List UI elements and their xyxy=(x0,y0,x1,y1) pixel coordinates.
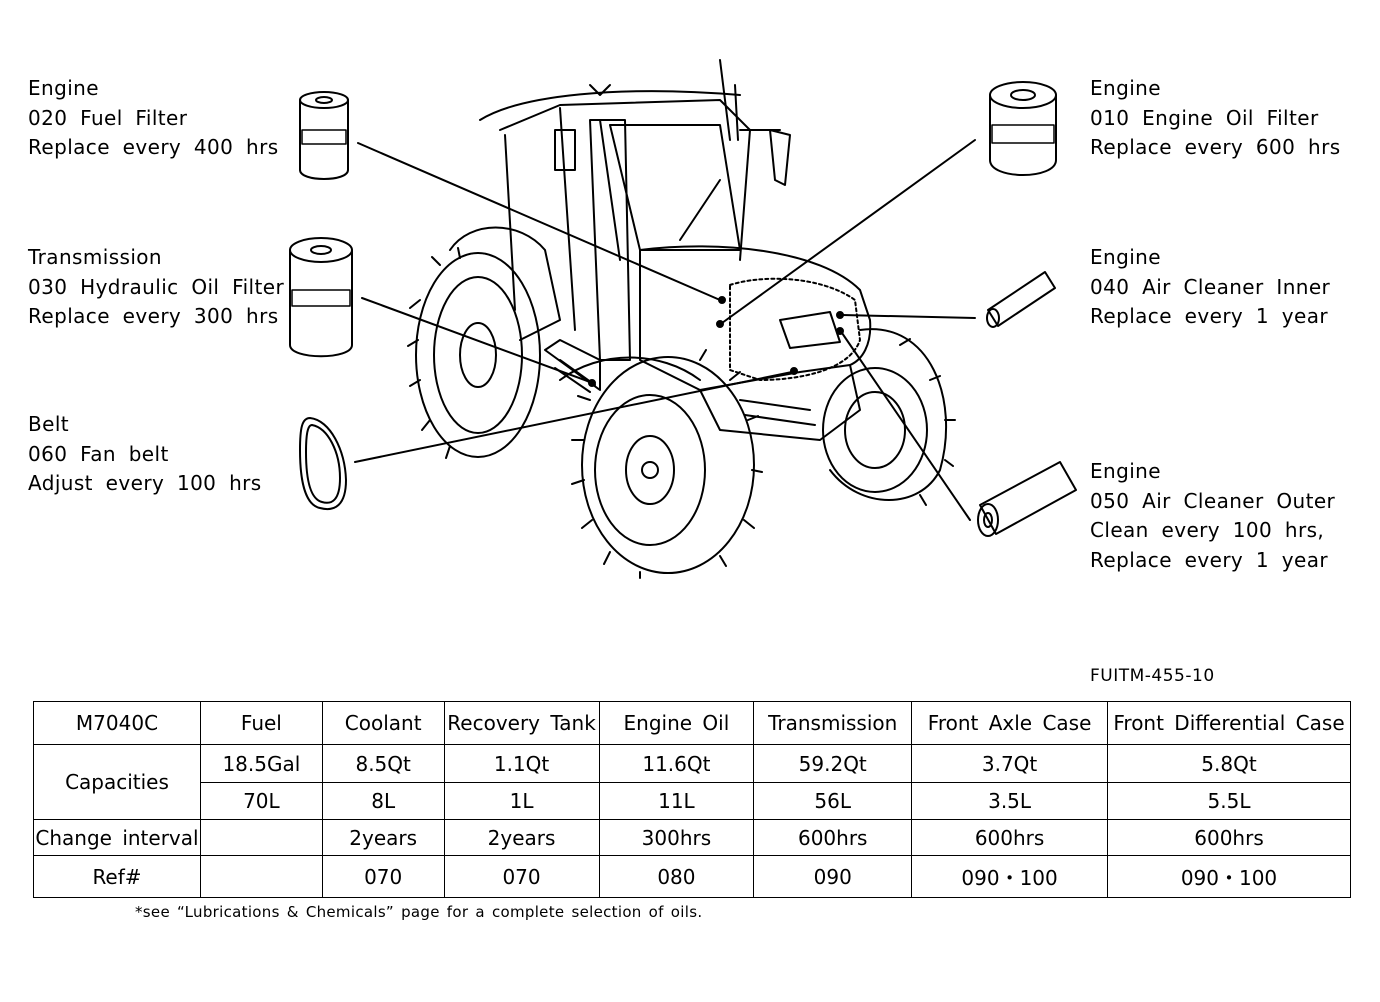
hydraulic-filter-icon xyxy=(289,237,353,358)
callout-fan-belt: Belt 060 Fan belt Adjust every 100 hrs xyxy=(28,410,262,499)
callout-category: Engine xyxy=(1090,245,1161,269)
callout-action: Replace every 600 hrs xyxy=(1090,135,1341,159)
header-cell: Front Axle Case xyxy=(911,701,1108,745)
callout-part: 010 Engine Oil Filter xyxy=(1090,105,1319,130)
row-label: Ref# xyxy=(33,855,201,898)
header-cell: Engine Oil xyxy=(598,701,755,745)
header-cell: Coolant xyxy=(321,701,445,745)
table-cell: 090・100 xyxy=(911,855,1108,898)
table-cell: 1.1Qt xyxy=(443,744,600,783)
row-label: Capacities xyxy=(33,744,201,820)
table-row: Ref# 070 070 080 090 090・100 090・100 xyxy=(33,855,1351,898)
callout-part: 040 Air Cleaner Inner xyxy=(1090,274,1331,299)
figure-code: FUITM-455-10 xyxy=(1090,666,1215,686)
callout-action: Adjust every 100 hrs xyxy=(28,471,262,495)
tractor-body xyxy=(449,226,872,441)
table-row: 70L 8L 1L 11L 56L 3.5L 5.5L xyxy=(34,782,1351,820)
header-cell: Recovery Tank xyxy=(443,701,600,745)
table-cell xyxy=(199,819,323,856)
callout-action: Replace every 1 year xyxy=(1090,304,1329,328)
callout-category: Belt xyxy=(28,412,70,436)
table-cell: 8L xyxy=(321,782,445,820)
table-row: Capacities 18.5Gal 8.5Qt 1.1Qt 11.6Qt 59… xyxy=(33,744,1351,820)
table-cell: 3.7Qt xyxy=(911,744,1108,783)
fuel-filter-icon xyxy=(299,91,349,180)
callout-part: 030 Hydraulic Oil Filter xyxy=(28,274,285,299)
front-tire xyxy=(571,349,763,579)
table-cell: 600hrs xyxy=(753,819,913,856)
table-cell: 3.5L xyxy=(911,782,1108,820)
table-cell: 070 xyxy=(443,855,600,898)
air-cleaner-outer-icon xyxy=(977,461,1077,537)
table-cell: 8.5Qt xyxy=(321,744,445,783)
table-row: Change interval 2years 2years 300hrs 600… xyxy=(33,819,1351,856)
row-label: Change interval xyxy=(33,819,201,856)
header-cell: Front Differential Case xyxy=(1107,701,1351,745)
callout-hydraulic-filter: Transmission 030 Hydraulic Oil Filter Re… xyxy=(28,243,284,332)
callout-action: Replace every 400 hrs xyxy=(28,135,279,159)
table-cell: 300hrs xyxy=(598,819,755,856)
table-cell: 2years xyxy=(321,819,445,856)
fan-belt-icon xyxy=(299,417,347,510)
callout-part: 020 Fuel Filter xyxy=(28,105,188,130)
capacities-table: M7040C Fuel Coolant Recovery Tank Engine… xyxy=(33,701,1351,898)
engine-oil-filter-icon xyxy=(989,81,1057,176)
rear-left-tire xyxy=(407,247,541,459)
callout-action: Replace every 300 hrs xyxy=(28,304,279,328)
callout-fuel-filter: Engine 020 Fuel Filter Replace every 400… xyxy=(28,74,279,163)
table-cell: 5.5L xyxy=(1107,782,1351,820)
table-cell: 1L xyxy=(443,782,600,820)
leader-lines xyxy=(354,139,976,521)
table-cell: 070 xyxy=(321,855,445,898)
callout-action: Clean every 100 hrs, xyxy=(1090,518,1325,542)
table-cell: 11L xyxy=(598,782,755,820)
callout-action-2: Replace every 1 year xyxy=(1090,547,1329,572)
table-cell: 70L xyxy=(199,782,323,820)
callout-air-cleaner-inner: Engine 040 Air Cleaner Inner Replace eve… xyxy=(1090,243,1330,332)
table-cell: 5.8Qt xyxy=(1107,744,1351,783)
table-cell: 090 xyxy=(753,855,913,898)
tractor-illustration xyxy=(289,59,1077,579)
callout-category: Engine xyxy=(1090,76,1161,100)
table-cell: 56L xyxy=(753,782,913,820)
air-cleaner-inner-icon xyxy=(986,271,1056,328)
callout-category: Engine xyxy=(1090,459,1161,483)
table-cell: 2years xyxy=(443,819,600,856)
header-cell: Fuel xyxy=(199,701,323,745)
table-cell: 080 xyxy=(598,855,755,898)
rear-right-tire xyxy=(822,328,956,506)
table-cell: 59.2Qt xyxy=(753,744,913,783)
callout-air-cleaner-outer: Engine 050 Air Cleaner Outer Clean every… xyxy=(1090,457,1335,575)
model-cell: M7040C xyxy=(33,701,201,745)
header-cell: Transmission xyxy=(753,701,913,745)
callout-category: Engine xyxy=(28,76,99,100)
table-cell: 11.6Qt xyxy=(598,744,755,783)
table-cell xyxy=(199,855,323,898)
table-cell: 090・100 xyxy=(1107,855,1351,898)
callout-engine-oil-filter: Engine 010 Engine Oil Filter Replace eve… xyxy=(1090,74,1341,163)
tractor-cab xyxy=(479,59,791,361)
table-cell: 600hrs xyxy=(911,819,1108,856)
callout-category: Transmission xyxy=(28,245,162,269)
table-cell: 18.5Gal xyxy=(199,744,323,783)
footnote: *see “Lubrications & Chemicals” page for… xyxy=(135,903,703,921)
table-header-row: M7040C Fuel Coolant Recovery Tank Engine… xyxy=(33,701,1351,745)
callout-part: 060 Fan belt xyxy=(28,441,169,466)
callout-part: 050 Air Cleaner Outer xyxy=(1090,488,1336,513)
table-cell: 600hrs xyxy=(1107,819,1351,856)
